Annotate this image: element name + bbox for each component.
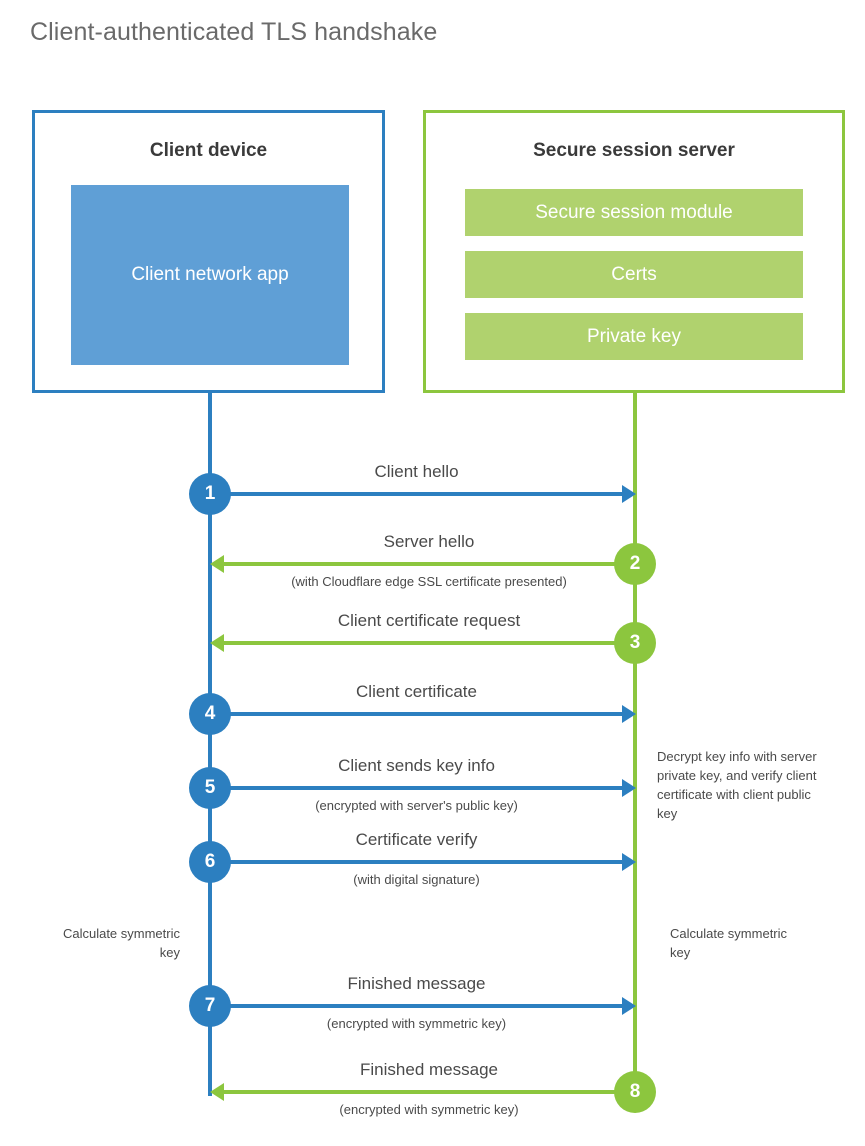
step-circle-4[interactable]: 4 — [189, 693, 231, 735]
arrowhead-right-icon — [622, 853, 636, 871]
message-arrow-6: Certificate verify (with digital signatu… — [210, 830, 636, 887]
arrowhead-right-icon — [622, 705, 636, 723]
server-component-secure-session-module: Secure session module — [465, 189, 803, 236]
message-arrow-5: Client sends key info (encrypted with se… — [210, 756, 636, 813]
annotation-server-decrypt: Decrypt key info with server private key… — [657, 749, 817, 821]
server-component-certs: Certs — [465, 251, 803, 298]
step-number-7: 7 — [204, 995, 216, 1016]
annotation-server-calculate-symmetric-key: Calculate symmetric key — [670, 926, 788, 960]
message-arrow-1: Client hello — [210, 462, 636, 503]
message-label-2: Server hello — [383, 532, 475, 551]
arrowhead-right-icon — [622, 997, 636, 1015]
step-circle-6[interactable]: 6 — [189, 841, 231, 883]
step-circle-7[interactable]: 7 — [189, 985, 231, 1027]
step-number-4: 4 — [204, 703, 216, 724]
message-sublabel-8: (encrypted with symmetric key) — [339, 1102, 519, 1117]
arrowhead-right-icon — [622, 779, 636, 797]
step-circle-1[interactable]: 1 — [189, 473, 231, 515]
message-sublabel-6: (with digital signature) — [353, 872, 480, 887]
server-component-private-key: Private key — [465, 313, 803, 360]
message-arrow-7: Finished message (encrypted with symmetr… — [210, 974, 636, 1031]
message-label-8: Finished message — [360, 1060, 498, 1079]
message-arrow-3: Client certificate request — [210, 611, 635, 652]
message-arrow-2: Server hello (with Cloudflare edge SSL c… — [210, 532, 635, 589]
secure-session-server-title: Secure session server — [533, 140, 735, 161]
message-label-4: Client certificate — [356, 682, 477, 701]
client-device-title: Client device — [149, 140, 268, 161]
message-sublabel-2: (with Cloudflare edge SSL certificate pr… — [291, 574, 567, 589]
message-label-6: Certificate verify — [355, 830, 478, 849]
arrowhead-left-icon — [210, 1083, 224, 1101]
message-label-5: Client sends key info — [338, 756, 495, 775]
step-number-8: 8 — [629, 1081, 641, 1102]
message-sublabel-5: (encrypted with server's public key) — [315, 798, 518, 813]
client-device-box: Client device Client network app — [32, 110, 385, 393]
message-arrow-8: Finished message (encrypted with symmetr… — [210, 1060, 635, 1117]
server-components-list: Secure session module Certs Private key — [465, 189, 803, 360]
message-arrow-4: Client certificate — [210, 682, 636, 723]
step-number-5: 5 — [204, 777, 216, 798]
page-title: Client-authenticated TLS handshake — [30, 18, 438, 46]
arrowhead-left-icon — [210, 634, 224, 652]
arrowhead-left-icon — [210, 555, 224, 573]
client-network-app-block: Client network app — [71, 185, 349, 365]
message-label-1: Client hello — [374, 462, 459, 481]
client-lifeline — [208, 393, 212, 1096]
step-number-3: 3 — [629, 632, 641, 653]
annotation-client-calculate-symmetric-key: Calculate symmetric key — [62, 926, 180, 960]
arrowhead-right-icon — [622, 485, 636, 503]
step-circle-8[interactable]: 8 — [614, 1071, 656, 1113]
step-circle-5[interactable]: 5 — [189, 767, 231, 809]
server-lifeline — [633, 393, 637, 1093]
secure-session-server-box: Secure session server Secure session mod… — [423, 110, 845, 393]
message-label-7: Finished message — [347, 974, 486, 993]
step-number-6: 6 — [204, 851, 216, 872]
message-sublabel-7: (encrypted with symmetric key) — [326, 1016, 507, 1031]
step-circle-3[interactable]: 3 — [614, 622, 656, 664]
step-number-1: 1 — [204, 483, 216, 504]
step-circle-2[interactable]: 2 — [614, 543, 656, 585]
step-number-2: 2 — [629, 553, 641, 574]
message-label-3: Client certificate request — [337, 611, 521, 630]
